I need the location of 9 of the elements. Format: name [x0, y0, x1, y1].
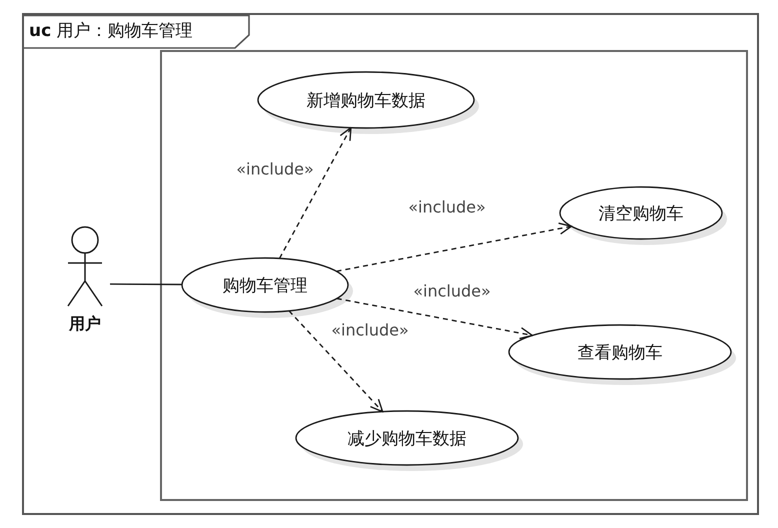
dashed-arrow	[336, 298, 533, 340]
association-line	[110, 283, 182, 286]
dashed-arrow	[278, 127, 352, 259]
actor-name: 用户	[68, 313, 102, 334]
dashed-arrow	[288, 310, 384, 412]
frame	[22, 13, 759, 515]
dashed-arrow	[336, 222, 572, 272]
frame-title: uc 用户：购物车管理	[24, 15, 251, 49]
system-boundary	[160, 50, 748, 501]
